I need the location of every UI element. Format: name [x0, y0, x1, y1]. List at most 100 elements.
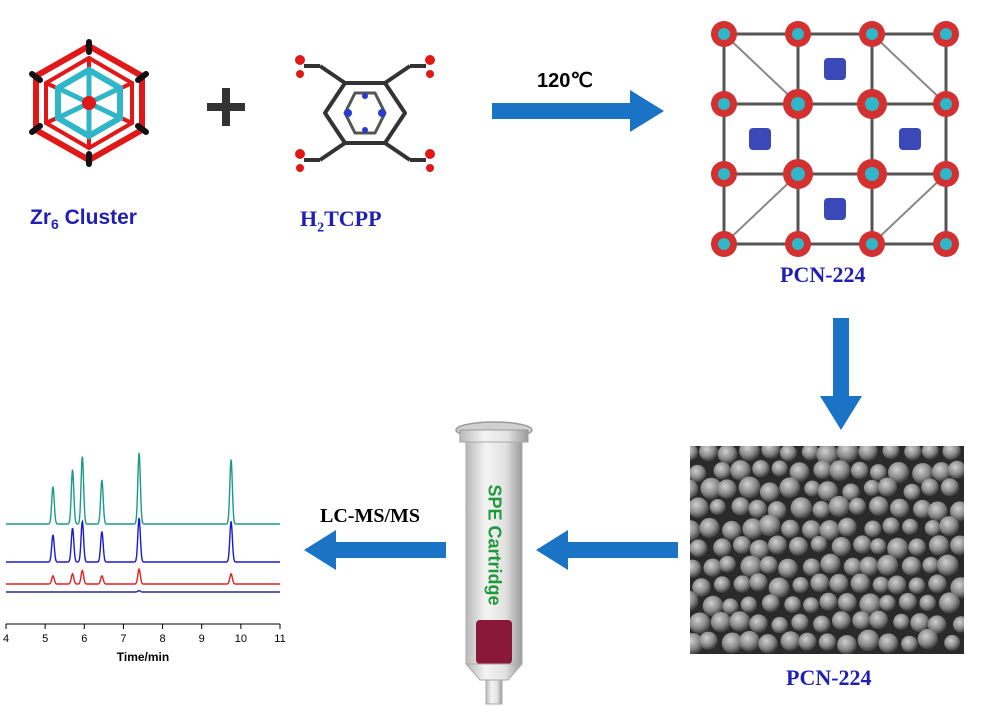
sem-particle [857, 629, 880, 652]
x-tick-label: 6 [81, 633, 87, 645]
sem-particle [792, 577, 809, 594]
sem-particle [801, 446, 819, 461]
h2tcpp-molecule-image [290, 48, 440, 178]
chromatogram-trace-1 [6, 452, 280, 525]
sem-particle [710, 611, 732, 633]
sem-particle [878, 633, 899, 654]
sem-particle [802, 520, 821, 540]
plus-icon [203, 84, 249, 130]
sem-particle [700, 477, 723, 500]
sem-particle [924, 520, 941, 537]
sem-particle [913, 499, 932, 519]
reaction-condition-label: 120℃ [537, 70, 593, 92]
sem-particle [739, 630, 760, 652]
sem-particle [903, 483, 921, 501]
sem-particle [950, 501, 964, 522]
zr6-cluster-image [14, 38, 164, 168]
sem-particle [813, 460, 832, 480]
sem-particle [837, 593, 857, 612]
sem-particle [790, 497, 813, 519]
sem-particle [832, 611, 851, 630]
sem-particle [780, 631, 801, 651]
sem-particle [888, 462, 910, 484]
chromatogram-trace-2 [6, 517, 280, 563]
sem-particle [721, 632, 743, 654]
sem-particle [877, 554, 899, 576]
sem-particle [739, 446, 760, 461]
sem-particle [730, 460, 751, 481]
sem-particle [869, 610, 889, 630]
sem-particle [931, 462, 952, 482]
sem-particle [818, 633, 837, 651]
sem-particle [887, 575, 907, 595]
sem-particle [771, 616, 789, 634]
sem-particle [877, 477, 898, 497]
sem-particle [829, 573, 849, 594]
sem-particle [817, 481, 838, 502]
sem-particle [749, 573, 768, 592]
spe-cartridge-text-wrap: SPE Cartridge [473, 475, 515, 615]
sem-particle [749, 614, 768, 633]
sem-particle [733, 536, 751, 555]
sem-particle [690, 559, 702, 578]
sem-particle [952, 616, 964, 633]
sem-particle [749, 539, 770, 560]
x-tick-label: 10 [235, 633, 247, 645]
sem-particle [944, 634, 961, 651]
sem-particle [921, 446, 939, 460]
sem-particle [928, 574, 947, 594]
sem-particle [904, 446, 922, 461]
sem-particle [901, 556, 922, 576]
sem-particle [731, 497, 750, 516]
sem-particle [798, 632, 817, 651]
sem-particle [836, 446, 859, 463]
sem-particle [690, 446, 699, 461]
chromatogram-trace-3 [6, 567, 280, 585]
sem-particle [831, 537, 852, 557]
sem-particle [722, 520, 742, 541]
sem-particle [758, 634, 778, 654]
sem-particle [950, 577, 964, 599]
sem-particle [738, 476, 761, 499]
sem-particle [863, 479, 881, 497]
sem-particle [810, 573, 830, 593]
arrow-right-icon [492, 88, 664, 134]
arrow-down-icon [818, 318, 864, 430]
spe-cartridge-image [452, 418, 536, 708]
sem-particle [928, 535, 950, 556]
sem-particle [778, 558, 798, 579]
sem-particle [901, 635, 918, 653]
sem-particle [837, 635, 857, 654]
sem-particle [709, 499, 726, 515]
sem-particle [810, 536, 828, 553]
sem-particle [740, 596, 758, 613]
sem-particle [908, 577, 926, 594]
sem-particle [761, 594, 780, 613]
x-tick-label: 8 [160, 633, 166, 645]
sem-particle [870, 538, 887, 555]
lcmsms-label: LC-MS/MS [320, 505, 420, 527]
x-tick-label: 5 [42, 633, 48, 645]
sem-particle [859, 556, 879, 576]
h2tcpp-label: H2TCPP [300, 206, 382, 236]
sem-particle [699, 517, 720, 539]
sem-particle [927, 615, 947, 634]
x-axis-title: Time/min [117, 650, 169, 664]
sem-particle [937, 554, 959, 577]
sem-particle [819, 592, 838, 611]
sem-particle [690, 520, 701, 542]
sem-particle [864, 520, 882, 538]
sem-particle [768, 535, 787, 555]
x-tick-label: 4 [3, 633, 9, 645]
sem-particle [759, 556, 778, 575]
sem-particle [702, 595, 724, 617]
sem-particle [922, 557, 939, 574]
sem-particle [872, 576, 890, 594]
sem-particle [859, 593, 881, 615]
sem-particle [842, 483, 860, 501]
sem-particle [927, 501, 948, 522]
sem-particle [837, 517, 857, 537]
sem-particle [869, 496, 889, 516]
sem-particle [882, 517, 900, 535]
sem-particle [759, 482, 780, 502]
